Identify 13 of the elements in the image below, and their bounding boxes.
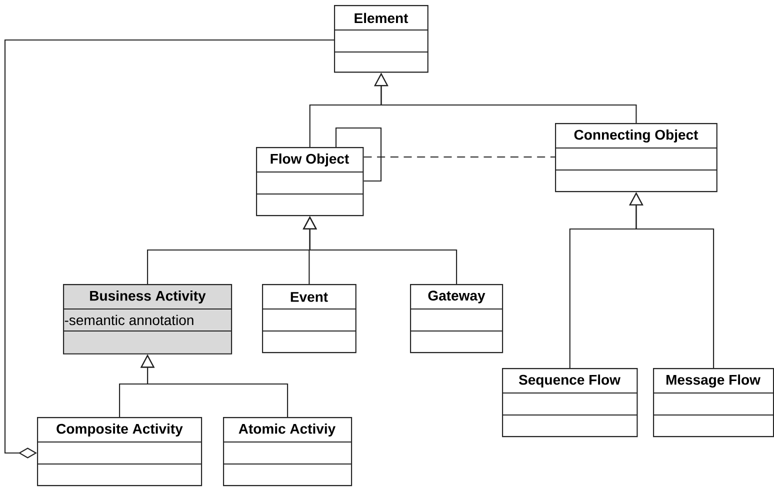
association-line xyxy=(335,127,382,182)
class-box: Element xyxy=(334,5,428,73)
class-box: Composite Activity xyxy=(37,417,202,486)
class-box: Flow Object xyxy=(256,147,364,216)
class-box: Sequence Flow xyxy=(502,368,638,438)
class-box: Event xyxy=(262,284,356,354)
class-box: Atomic Activiy xyxy=(223,417,352,486)
class-box: Message Flow xyxy=(653,368,774,438)
class-box: Connecting Object xyxy=(555,123,718,192)
class-box: Business Activity -semantic annotation xyxy=(63,284,232,354)
aggregation-line xyxy=(4,39,334,458)
dashed-line xyxy=(364,156,555,158)
class-box: Gateway xyxy=(410,284,504,354)
